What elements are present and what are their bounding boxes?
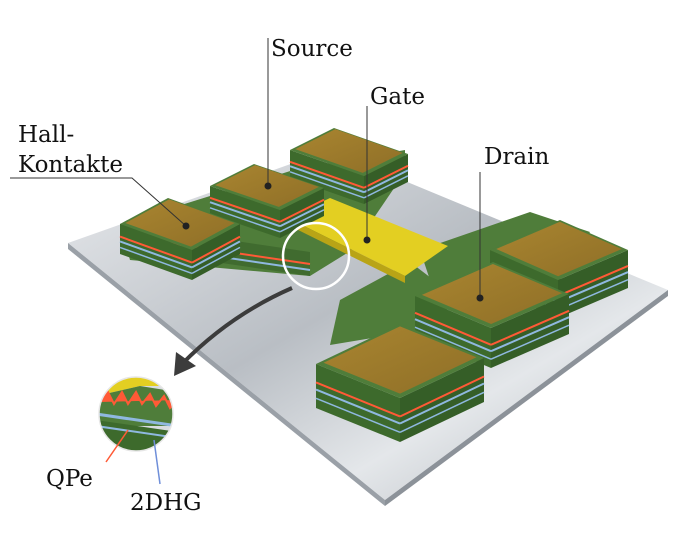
- pad-hall: [119, 198, 241, 280]
- label-gate: Gate: [370, 84, 425, 110]
- pad-center: [414, 262, 570, 368]
- label-hall-line1: Hall-: [18, 122, 75, 148]
- pad-source-back: [289, 128, 409, 204]
- zoom-highlight: [281, 221, 351, 291]
- pad-bottom: [315, 324, 485, 442]
- zoom-arrow: [174, 286, 293, 376]
- label-qpe: QPe: [46, 466, 93, 492]
- leader-lines: [10, 38, 481, 485]
- zoom-inset: [99, 377, 173, 451]
- label-drain: Drain: [484, 144, 550, 170]
- label-source: Source: [271, 36, 353, 62]
- leader-dots: [182, 182, 484, 302]
- label-2dhg: 2DHG: [130, 490, 202, 516]
- label-hall-line2: Kontakte: [18, 152, 123, 178]
